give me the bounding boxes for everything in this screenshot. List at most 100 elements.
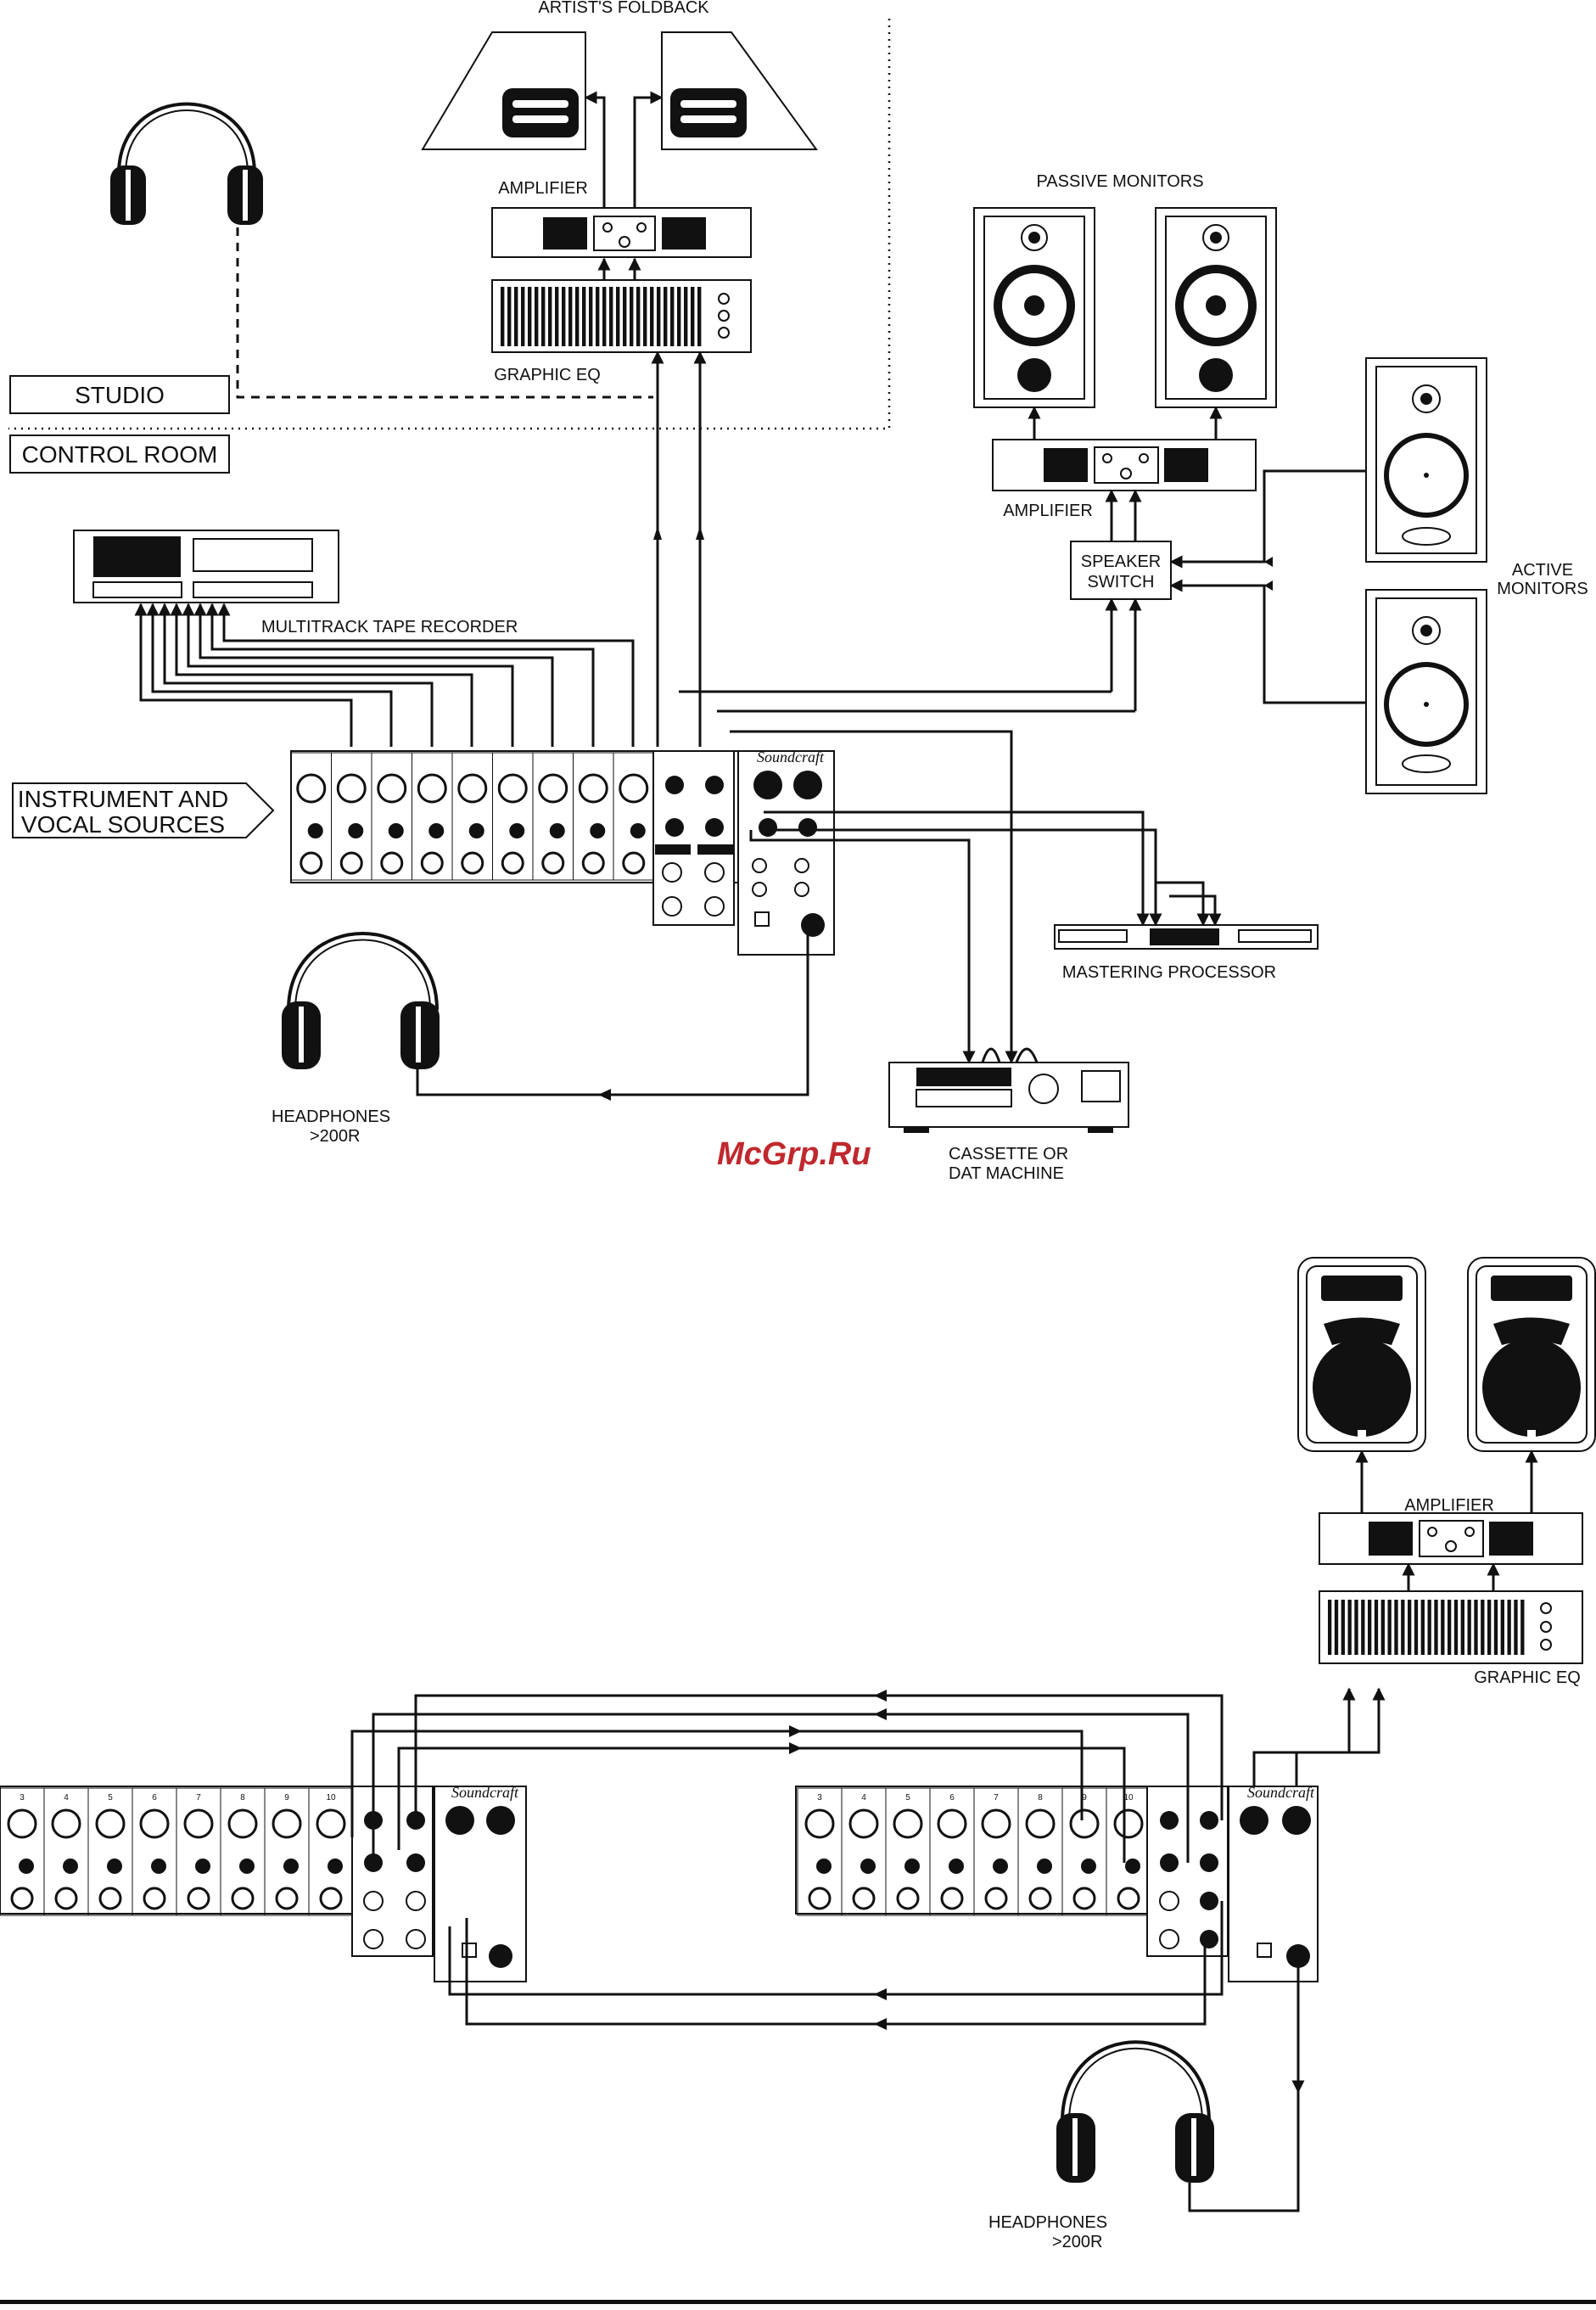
eq-fader — [650, 287, 654, 346]
eq-fader — [1514, 1600, 1518, 1655]
foldback-wedge-right — [661, 31, 818, 150]
insert-jack — [339, 851, 363, 875]
eq-fader — [630, 287, 634, 346]
studio-headphone-cable — [236, 227, 653, 399]
up-arrow-marks — [653, 526, 704, 540]
line-input — [590, 823, 606, 838]
xlr-input — [336, 773, 367, 804]
xlr-input — [1069, 1808, 1100, 1839]
studio-box — [9, 375, 230, 414]
insert-jack — [54, 1887, 78, 1910]
eq-fader — [1401, 1600, 1405, 1655]
xlr-input — [417, 773, 447, 804]
tape-send-cable — [158, 603, 434, 747]
eq-fader — [589, 287, 593, 346]
tape-send-cable — [193, 603, 554, 747]
insert-jack — [319, 1887, 343, 1910]
xlr-input — [937, 1808, 967, 1839]
line-input — [1037, 1859, 1052, 1874]
eq-fader — [1354, 1600, 1358, 1655]
active-monitors-label-1: ACTIVE — [1512, 561, 1573, 580]
mix-to-mastering-1 — [764, 810, 1150, 927]
xlr-input — [1113, 1808, 1144, 1839]
tape-send-cable — [217, 603, 635, 747]
insert-jack — [581, 851, 605, 875]
eq-fader — [514, 287, 518, 346]
xlr-input — [227, 1808, 258, 1839]
line-input — [949, 1859, 964, 1874]
control-room-label: CONTROL ROOM — [22, 441, 218, 468]
brand-logo-top: Soundcraft — [757, 749, 825, 765]
watermark: McGrp.Ru — [717, 1136, 871, 1172]
line-input — [630, 823, 646, 838]
eq-fader — [1441, 1600, 1445, 1655]
insert-jack — [1028, 1887, 1052, 1910]
line-input — [468, 823, 484, 838]
line-input — [19, 1859, 34, 1874]
sources-box — [12, 782, 275, 838]
insert-jack — [461, 851, 484, 875]
eq-fader — [1394, 1600, 1398, 1655]
insert-jack — [420, 851, 444, 875]
insert-jack — [940, 1887, 964, 1910]
eq-fader — [501, 287, 505, 346]
channel-number: 9 — [284, 1793, 289, 1803]
foldback-wedge-left — [421, 31, 586, 150]
graphic-eq-bottom-label: GRAPHIC EQ — [1474, 1668, 1581, 1687]
eq-fader — [1520, 1600, 1525, 1655]
multitrack-tape-recorder — [73, 530, 339, 603]
mastering-processor — [1054, 924, 1319, 950]
amplifier-mid — [992, 439, 1257, 491]
control-room-box — [9, 435, 230, 474]
xlr-input — [316, 1808, 346, 1839]
headphones-bottom-icon — [1056, 2040, 1214, 2183]
amplifier-top-label: AMPLIFIER — [498, 179, 588, 198]
link-cable-1 — [414, 1694, 1224, 1820]
active-monitor-lower — [1365, 589, 1487, 794]
line-input — [239, 1859, 255, 1874]
page-bottom-rule — [0, 2300, 1596, 2304]
switch-to-active-upper — [1169, 469, 1366, 569]
link-cable-2 — [372, 1713, 1190, 1863]
eq-fader — [1507, 1600, 1511, 1655]
mix-to-recorder-1 — [730, 730, 1018, 1064]
channel-number: 9 — [1082, 1793, 1087, 1803]
channel-number: 5 — [905, 1793, 910, 1803]
channel-number: 7 — [196, 1793, 201, 1803]
insert-jack — [501, 851, 524, 875]
tape-send-cable — [134, 603, 353, 747]
insert-jack — [10, 1887, 34, 1910]
line-input — [328, 1859, 343, 1874]
insert-jack — [541, 851, 565, 875]
eq-fader — [1481, 1600, 1485, 1655]
graphic-eq-top — [491, 279, 752, 353]
xlr-input — [893, 1808, 923, 1839]
channel-number: 3 — [817, 1793, 822, 1803]
headphone-arrow-top — [598, 1089, 611, 1101]
eq-fader — [1460, 1600, 1464, 1655]
eq-fader — [528, 287, 532, 346]
xlr-input — [272, 1808, 302, 1839]
xlr-input — [578, 773, 608, 804]
eq-fader — [507, 287, 512, 346]
speaker-switch — [1070, 541, 1172, 600]
multitrack-label: MULTITRACK TAPE RECORDER — [261, 618, 518, 636]
xlr-input — [296, 773, 327, 804]
xlr-input — [457, 773, 488, 804]
eq-fader — [1368, 1600, 1372, 1655]
eq-fader — [1380, 1600, 1385, 1655]
eq-fader — [616, 287, 620, 346]
recorder-loop-a — [981, 1047, 1001, 1063]
eq-fader — [555, 287, 559, 346]
line-input — [388, 823, 404, 838]
eq-fader — [1500, 1600, 1504, 1655]
pa-speaker-left — [1297, 1257, 1426, 1452]
eq-fader — [609, 287, 613, 346]
eq-fader — [1328, 1600, 1332, 1655]
mixer-top — [290, 750, 835, 956]
line-input — [428, 823, 445, 838]
graphic-eq-bottom — [1319, 1590, 1583, 1664]
line-input — [107, 1859, 122, 1874]
